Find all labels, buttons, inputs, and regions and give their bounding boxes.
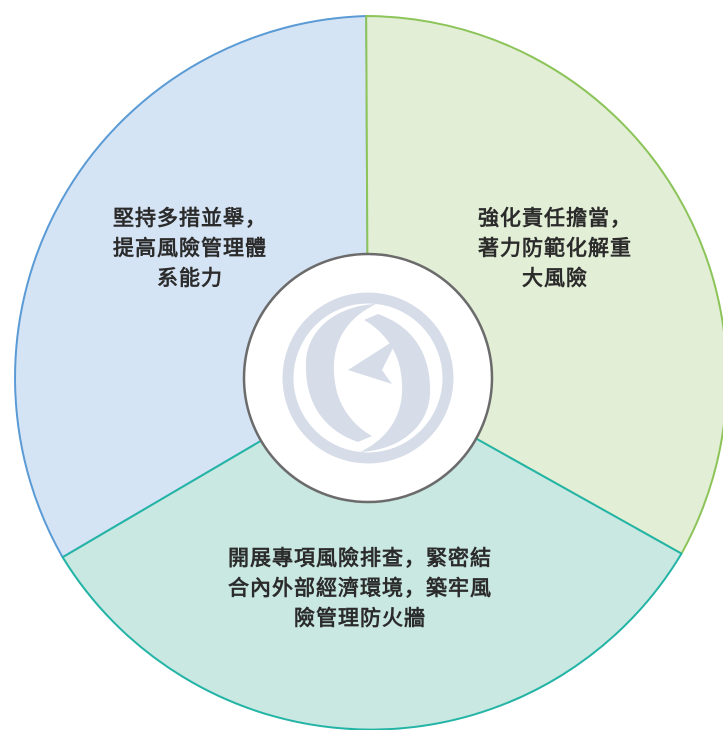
center-circle bbox=[242, 252, 494, 504]
segment-left-label: 堅持多措並舉， 提高風險管理體 系能力 bbox=[80, 203, 300, 293]
segment-bottom-line-2: 合內外部經濟環境，築牢風 bbox=[228, 576, 492, 600]
segment-bottom-line-1: 開展專項風險排查，緊密結 bbox=[228, 546, 492, 570]
segment-bottom-label: 開展專項風險排查，緊密結 合內外部經濟環境，築牢風 險管理防火牆 bbox=[170, 543, 550, 633]
segment-left-line-1: 堅持多措並舉， bbox=[113, 206, 267, 230]
segment-left-line-3: 系能力 bbox=[157, 266, 223, 290]
segment-right-line-2: 著力防範化解重 bbox=[478, 236, 632, 260]
company-logo-icon bbox=[282, 292, 454, 464]
segment-left-line-2: 提高風險管理體 bbox=[113, 236, 267, 260]
segment-bottom-line-3: 險管理防火牆 bbox=[294, 606, 426, 630]
segment-right-line-1: 強化責任擔當， bbox=[478, 206, 632, 230]
segment-right-label: 強化責任擔當， 著力防範化解重 大風險 bbox=[440, 203, 670, 293]
segment-right-line-3: 大風險 bbox=[522, 266, 588, 290]
segment-bottom bbox=[61, 377, 683, 730]
